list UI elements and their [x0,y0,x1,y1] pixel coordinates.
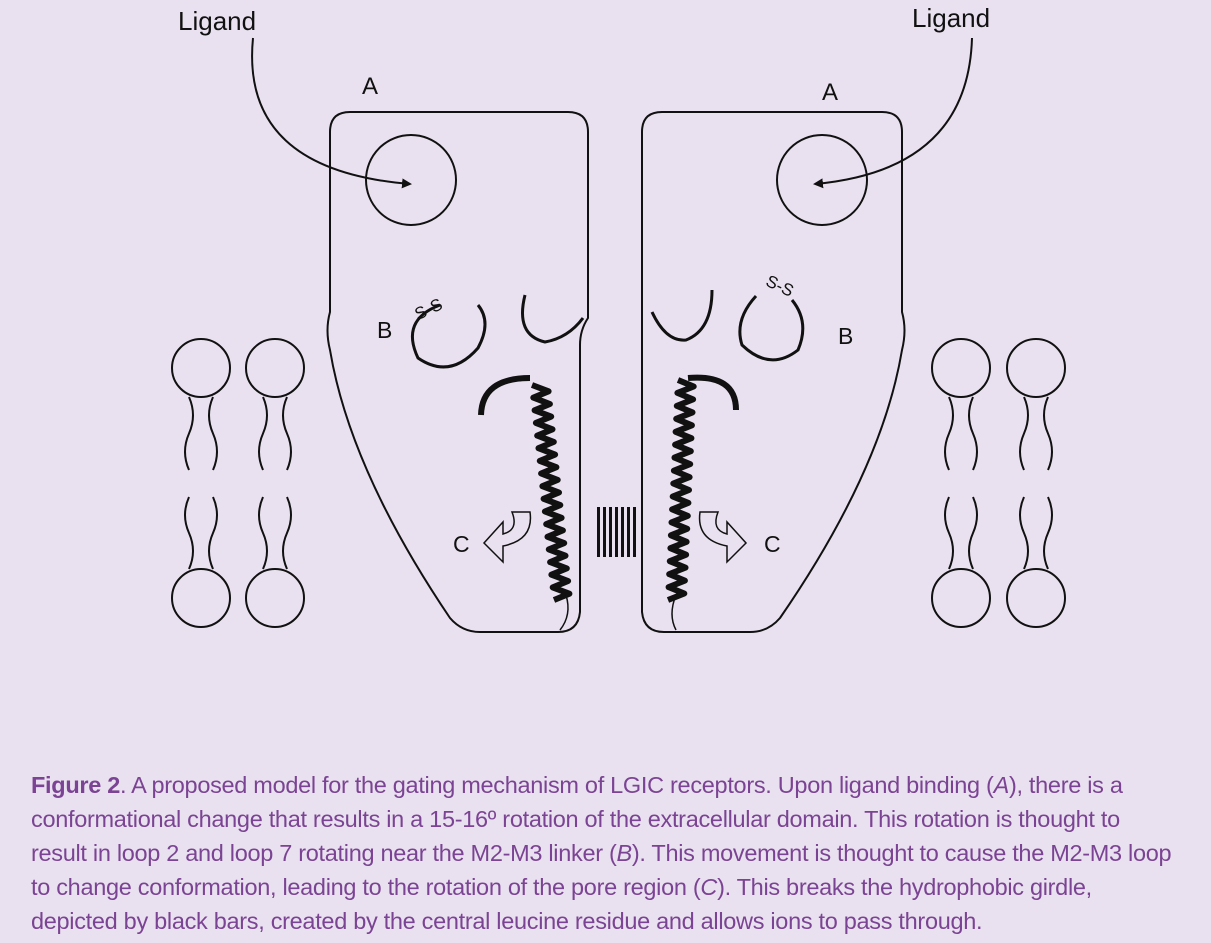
hydrophobic-girdle-bars [597,507,636,557]
lipid-head-lower [171,568,231,628]
caption-text: ). This movement is thought to cause the… [631,840,1172,866]
lipid-tail-upper [208,396,218,471]
lipid-head-lower [1006,568,1066,628]
lipid-pair [931,338,991,628]
left-label-b: B [377,317,392,343]
helix-coil [665,377,697,603]
lipid-tail-lower [944,496,954,570]
girdle-bar [597,507,600,557]
left-loop-2 [410,303,487,369]
right-ligand-label: Ligand [912,3,990,33]
lipid-head-lower [931,568,991,628]
membrane-lipids [171,338,1066,628]
left-helix-tail [559,594,569,631]
lipid-head-lower [245,568,305,628]
left-loop-7 [521,294,585,344]
lipid-tail-lower [1019,496,1029,570]
caption-ref-c: C [700,874,718,900]
right-pore-helix [665,377,697,603]
figure-caption: Figure 2. A proposed model for the gatin… [31,768,1209,938]
lipid-tail-lower [184,496,194,570]
lipid-tail-lower [968,496,978,570]
left-binding-site-circle [365,134,457,226]
caption-ref-b: B [616,840,633,866]
right-label-b: B [838,323,853,349]
lipid-pair [245,338,305,628]
lipid-head-upper [1006,338,1066,398]
lipid-tail-upper [1043,396,1053,471]
caption-line-4: to change conformation, leading to the r… [31,870,1209,904]
left-rotation-arrow [482,511,532,564]
right-subunit-outline [641,111,906,633]
girdle-bar [603,507,606,557]
left-m2m3-hook [478,375,531,416]
lipid-tail-lower [208,496,218,570]
caption-text: . A proposed model for the gating mechan… [120,772,994,798]
left-subunit-outline [326,111,589,633]
lipid-tail-upper [258,396,268,471]
right-disulfide-label: S-S [763,271,797,300]
lipid-tail-upper [1019,396,1029,471]
lipid-pair [171,338,231,628]
left-pore-helix [530,382,573,603]
helix-coil [530,382,573,603]
lipid-tail-lower [282,496,292,570]
caption-text: result in loop 2 and loop 7 rotating nea… [31,840,617,866]
lipid-tail-upper [968,396,978,471]
right-loop-7 [650,289,714,342]
left-label-c: C [453,531,470,557]
right-loop-2 [738,294,805,362]
lipid-tail-lower [1043,496,1053,570]
left-ligand-label: Ligand [178,6,256,36]
right-m2m3-hook [687,374,739,411]
right-helix-tail [671,594,677,631]
caption-ref-a: A [993,772,1010,798]
caption-line-1: Figure 2. A proposed model for the gatin… [31,768,1209,802]
caption-line-2: conformational change that results in a … [31,806,1120,832]
caption-line-3: result in loop 2 and loop 7 rotating nea… [31,836,1209,870]
lipid-tail-upper [944,396,954,471]
right-binding-site-circle [776,134,868,226]
lipid-tail-upper [282,396,292,471]
receptor-gating-diagram: Ligand Ligand A A B B C C S-S S-S [171,3,1066,633]
caption-line-5: depicted by black bars, created by the c… [31,908,983,934]
girdle-bar [615,507,618,557]
right-ligand-arrow [813,37,973,189]
caption-text: to change conformation, leading to the r… [31,874,701,900]
girdle-bar [609,507,612,557]
girdle-bar [633,507,636,557]
left-label-a: A [362,73,378,100]
lipid-head-upper [931,338,991,398]
lipid-pair [1006,338,1066,628]
lipid-tail-lower [258,496,268,570]
right-label-a: A [822,79,838,106]
figure-label: Figure 2 [31,772,121,798]
lipid-head-upper [171,338,231,398]
lipid-head-upper [245,338,305,398]
girdle-bar [621,507,624,557]
caption-text: ), there is a [1008,772,1123,798]
lipid-tail-upper [184,396,194,471]
right-rotation-arrow [698,511,748,564]
left-ligand-arrow [251,37,412,189]
caption-text: ). This breaks the hydrophobic girdle, [717,874,1092,900]
right-label-c: C [764,531,781,557]
girdle-bar [627,507,630,557]
